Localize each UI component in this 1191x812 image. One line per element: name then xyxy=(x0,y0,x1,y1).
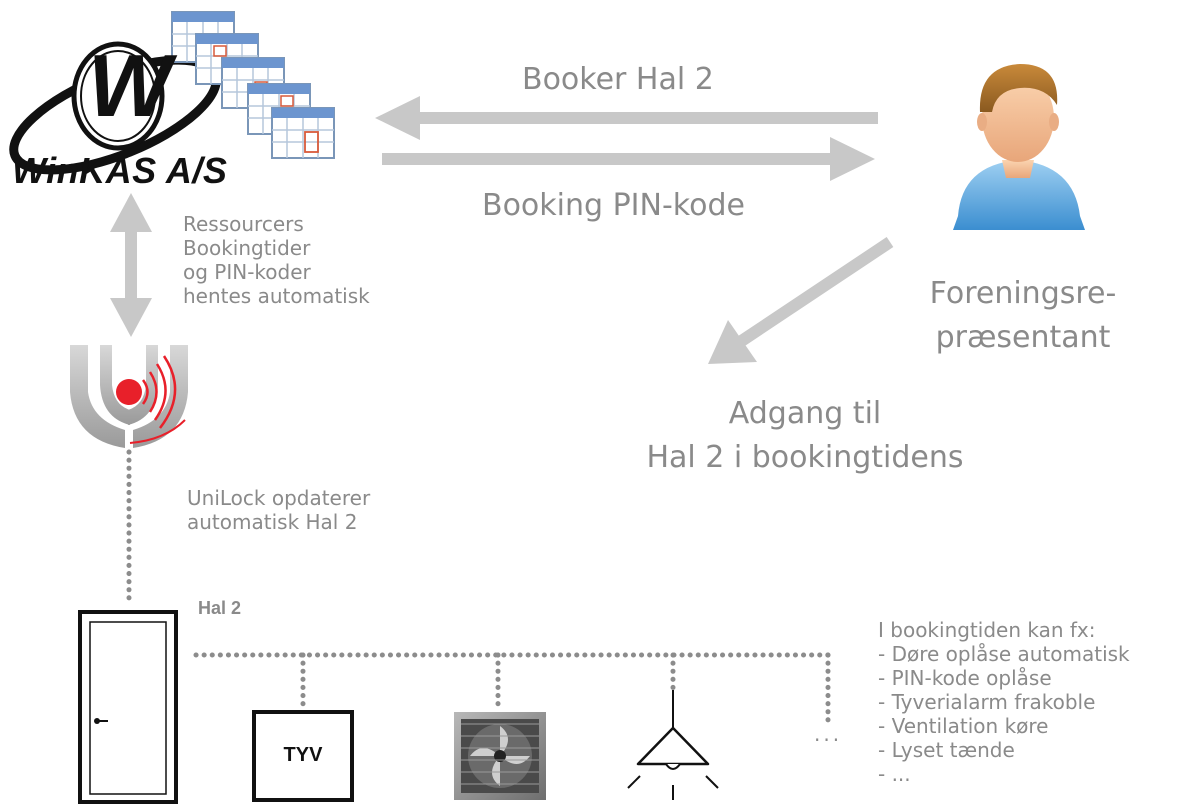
person-role-line: Foreningsre- xyxy=(929,276,1117,311)
list-item: - Tyverialarm frakoble xyxy=(878,690,1096,714)
logo-letter: W xyxy=(88,36,172,135)
list-item: - Døre oplåse automatisk xyxy=(878,642,1130,666)
calendar-stack-icon xyxy=(171,11,335,159)
booking-request-label: Booker Hal 2 xyxy=(522,62,714,97)
ceiling-lamp-icon xyxy=(627,690,719,800)
list-item: - Lyset tænde xyxy=(878,738,1015,762)
company-name: WinKAS A/S xyxy=(12,150,228,191)
booking-pin-label: Booking PIN-kode xyxy=(482,188,745,223)
unilock-note: UniLock opdaterer automatisk Hal 2 xyxy=(187,486,370,534)
person-avatar-icon xyxy=(953,64,1085,230)
sync-note-line: Ressourcers xyxy=(183,212,304,236)
hall-label: Hal 2 xyxy=(198,598,242,618)
capabilities-heading: I bookingtiden kan fx: xyxy=(878,618,1096,642)
person-role: Foreningsre- præsentant xyxy=(918,272,1128,360)
unilock-note-line: automatisk Hal 2 xyxy=(187,510,358,534)
arrow-booking-pin xyxy=(382,137,875,181)
door-icon xyxy=(78,610,178,804)
arrow-sync xyxy=(110,193,152,337)
access-note-line: Adgang til xyxy=(728,396,882,431)
list-item: - PIN-kode oplåse xyxy=(878,666,1052,690)
list-item: - ... xyxy=(878,762,911,786)
sync-note: Ressourcers Bookingtider og PIN-koder he… xyxy=(183,212,370,308)
sync-note-line: og PIN-koder xyxy=(183,260,311,284)
access-note-line: Hal 2 i bookingtidens xyxy=(646,440,964,475)
alarm-label: TYV xyxy=(283,744,323,766)
sync-note-line: hentes automatisk xyxy=(183,284,370,308)
unilock-note-line: UniLock opdaterer xyxy=(187,486,371,510)
unilock-logo-icon xyxy=(70,345,188,448)
alarm-panel-icon xyxy=(252,710,354,802)
arrow-booking-request xyxy=(375,96,878,140)
more-devices: ... xyxy=(814,722,843,746)
arrow-access xyxy=(708,237,894,364)
ventilation-fan-icon xyxy=(454,712,546,800)
person-role-line: præsentant xyxy=(935,320,1111,355)
list-item: - Ventilation køre xyxy=(878,714,1049,738)
sync-note-line: Bookingtider xyxy=(183,236,311,260)
capabilities-list: I bookingtiden kan fx: - Døre oplåse aut… xyxy=(878,618,1130,786)
dotted-connectors xyxy=(126,449,831,730)
access-note: Adgang til Hal 2 i bookingtidens xyxy=(600,392,1010,480)
